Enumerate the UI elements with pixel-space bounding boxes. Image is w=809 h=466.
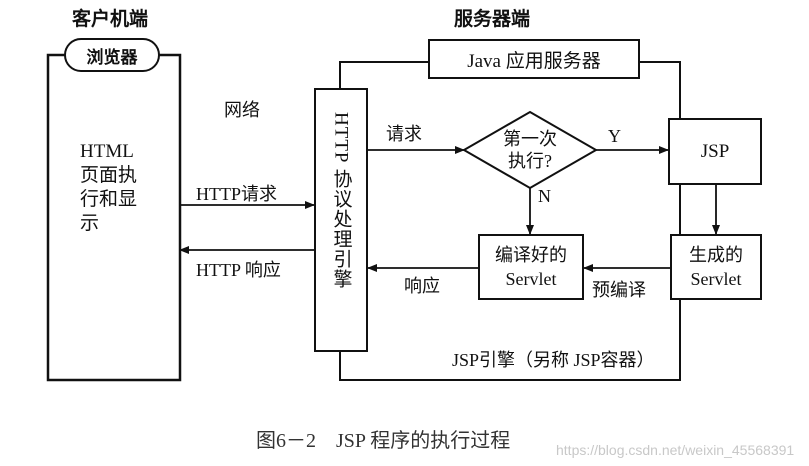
page-line-2: 页面执 [80, 165, 138, 186]
server-heading: 服务器端 [454, 8, 531, 30]
no-label: N [538, 186, 551, 206]
generated-line-2: Servlet [690, 269, 742, 289]
server-frame [339, 61, 681, 381]
figure-caption: 图6－2 JSP 程序的执行过程 [256, 430, 511, 452]
jsp-box: JSP [668, 118, 762, 185]
http-engine-box: HTTP 协议处理引擎 [314, 88, 368, 352]
http-response-label: HTTP 响应 [196, 260, 281, 280]
diamond-line-2: 执行? [508, 151, 552, 171]
jsp-text: JSP [700, 140, 730, 162]
http-request-label: HTTP请求 [196, 184, 277, 204]
precompile-label: 预编译 [592, 280, 646, 300]
browser-label: 浏览器 [64, 38, 160, 72]
app-server-label: Java 应用服务器 [467, 50, 601, 72]
generated-servlet-box: 生成的 Servlet [670, 234, 762, 300]
network-label: 网络 [224, 100, 260, 120]
page-line-4: 示 [80, 213, 100, 234]
jsp-engine-label: JSP引擎（另称 JSP容器） [452, 350, 655, 370]
client-page-text: HTML 页面执 行和显 示 [80, 140, 160, 236]
page-line-3: 行和显 [80, 189, 138, 210]
client-heading: 客户机端 [72, 8, 149, 30]
request-label: 请求 [386, 124, 422, 144]
compiled-line-2: Servlet [505, 269, 557, 289]
browser-text: 浏览器 [86, 47, 138, 68]
compiled-servlet-box: 编译好的 Servlet [478, 234, 584, 300]
app-server-box: Java 应用服务器 [428, 39, 640, 79]
diamond-line-1: 第一次 [503, 129, 557, 149]
generated-line-1: 生成的 [689, 245, 743, 265]
page-line-1: HTML [80, 141, 134, 162]
diamond-text: 第一次 执行? [490, 128, 570, 172]
http-engine-text: HTTP 协议处理引擎 [330, 112, 352, 289]
response-label: 响应 [404, 276, 440, 296]
compiled-line-1: 编译好的 [495, 245, 567, 265]
yes-label: Y [608, 126, 621, 146]
watermark: https://blog.csdn.net/weixin_45568391 [556, 442, 795, 458]
